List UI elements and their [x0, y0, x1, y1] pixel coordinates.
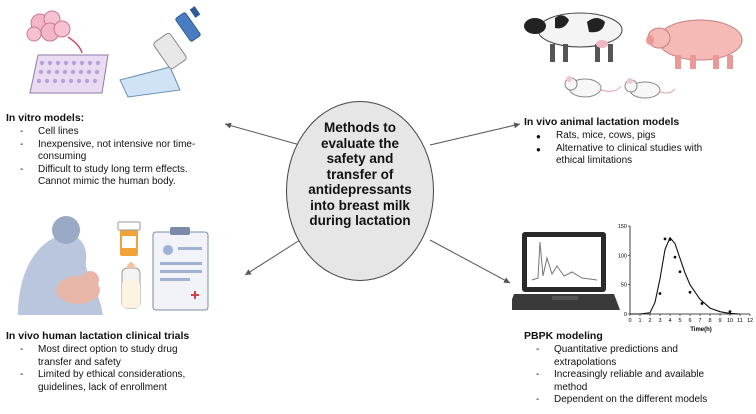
pbpk-list: Quantitative predictions and extrapolati…: [530, 344, 752, 407]
y-tick-label: 0: [624, 312, 627, 318]
x-tick-label: 8: [708, 318, 711, 324]
list-item: Cell lines: [14, 126, 244, 139]
center-line: evaluate the: [320, 135, 400, 151]
y-tick-label: 50: [621, 283, 627, 289]
list-item: transfer and safety: [38, 356, 121, 368]
list-item: ethical limitations: [556, 155, 633, 166]
rat-icon: [564, 76, 622, 98]
animal-list: Rats, mice, cows, pigs Alternative to cl…: [532, 130, 752, 168]
list-item: Increasingly reliable and available: [530, 369, 752, 382]
cow-icon: [524, 12, 623, 62]
list-item: Rats, mice, cows, pigs: [532, 130, 752, 143]
arrow-to-human: [244, 239, 301, 276]
center-title: Methods to evaluate the safety and trans…: [296, 120, 424, 229]
invitro-illustration: [26, 6, 201, 98]
list-item: Alternative to clinical studies with: [532, 143, 752, 156]
human-list: Most direct option to study drug transfe…: [14, 344, 254, 394]
x-tick-label: 12: [747, 318, 753, 324]
laptop-illustration: [512, 232, 620, 310]
laptop-base: [512, 294, 620, 310]
center-line: transfer of: [326, 166, 394, 182]
invitro-title: In vitro models:: [6, 112, 85, 124]
x-tick-label: 5: [678, 318, 681, 324]
mouse-icon: [624, 78, 676, 99]
center-line: into breast milk: [310, 197, 410, 213]
list-item: Inexpensive, not intensive nor time-: [14, 139, 244, 152]
center-line: safety and: [326, 151, 394, 166]
list-item: Limited by ethical considerations,: [14, 369, 254, 382]
pill-bottle-icon: [117, 221, 141, 256]
x-tick-label: 1: [638, 318, 641, 324]
arrow-to-pbpk: [429, 239, 511, 284]
center-line: antidepressants: [308, 182, 412, 197]
data-point: [663, 237, 667, 241]
y-tick-label: 150: [618, 224, 627, 230]
x-tick-label: 11: [737, 318, 743, 324]
x-tick-label: 3: [658, 318, 661, 324]
pig-icon: [646, 19, 743, 69]
x-tick-label: 0: [628, 318, 631, 324]
x-tick-label: 10: [727, 318, 733, 324]
screen-curve: [531, 241, 598, 281]
baby-bottle-icon: [121, 262, 141, 309]
center-line: Methods to: [324, 120, 396, 135]
human-illustration: [18, 216, 209, 315]
well-plate-icon: [29, 54, 109, 94]
list-item: Quantitative predictions and: [530, 344, 752, 357]
list-item: method: [554, 381, 588, 393]
data-point: [688, 290, 692, 294]
list-item: Most direct option to study drug: [14, 344, 254, 357]
animal-title: In vivo animal lactation models: [524, 116, 680, 128]
x-tick-label: 4: [668, 318, 671, 324]
clipboard-icon: [152, 227, 209, 311]
x-tick-label: 7: [698, 318, 701, 324]
x-tick-label: 6: [688, 318, 691, 324]
animal-illustration: [524, 12, 743, 99]
arrow-to-animal: [429, 122, 521, 146]
x-tick-label: 2: [648, 318, 651, 324]
list-item: Dependent on the different models: [530, 394, 752, 407]
data-point: [673, 255, 677, 259]
x-tick-label: 9: [718, 318, 721, 324]
list-item: Difficult to study long term effects.: [14, 164, 244, 177]
invitro-list: Cell lines Inexpensive, not intensive no…: [14, 126, 244, 189]
x-axis-label: Time(h): [690, 327, 712, 333]
cell-cluster-icon: [26, 10, 71, 42]
pbpk-title: PBPK modeling: [524, 330, 603, 342]
center-line: during lactation: [309, 213, 411, 228]
list-item: guidelines, lack of enrollment: [38, 381, 167, 393]
y-tick-label: 100: [618, 253, 627, 259]
data-point: [658, 292, 662, 295]
data-point: [678, 270, 682, 274]
center-ellipse: [286, 101, 434, 281]
list-item: consuming: [38, 151, 87, 162]
data-point: [700, 302, 704, 305]
series-line: [630, 236, 741, 315]
data-point: [728, 310, 732, 314]
list-item: Cannot mimic the human body.: [38, 176, 176, 187]
data-point: [668, 238, 672, 241]
transfer-arrow-icon: [67, 36, 83, 54]
breastfeeding-mother-icon: [18, 216, 103, 315]
list-item: extrapolations: [554, 356, 617, 368]
pipette-icon: [119, 6, 201, 98]
human-title: In vivo human lactation clinical trials: [6, 330, 190, 342]
